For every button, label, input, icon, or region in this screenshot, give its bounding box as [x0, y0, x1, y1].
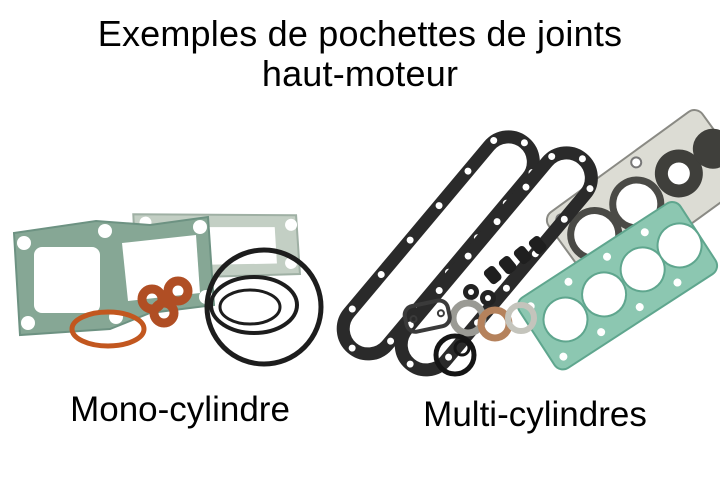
valve-cover-gasket-2: [394, 146, 598, 377]
seal-rings: [449, 299, 537, 342]
title-line-1: Exemples de pochettes de joints: [97, 13, 623, 54]
head-gasket-green: [516, 201, 719, 371]
caption-mono-cylindre: Mono-cylindre: [70, 390, 290, 429]
exhaust-gasket-ring: [69, 309, 147, 349]
copper-washers: [137, 276, 193, 328]
cylinder-base-gasket-green: [12, 215, 216, 337]
title-line-2: haut-moteur: [261, 53, 459, 95]
mono-cylinder-gasket-illustration: [12, 213, 324, 367]
o-ring-small: [433, 333, 477, 377]
multi-cylinder-gasket-illustration: [336, 109, 720, 377]
o-rings-large: [204, 247, 324, 367]
small-gasket: [402, 298, 452, 334]
rubber-grommets: [463, 284, 496, 306]
valve-stem-seals: [483, 236, 547, 285]
caption-multi-cylindres: Multi-cylindres: [423, 395, 647, 434]
page-title: Exemples de pochettes de joints haut-mot…: [0, 13, 720, 95]
